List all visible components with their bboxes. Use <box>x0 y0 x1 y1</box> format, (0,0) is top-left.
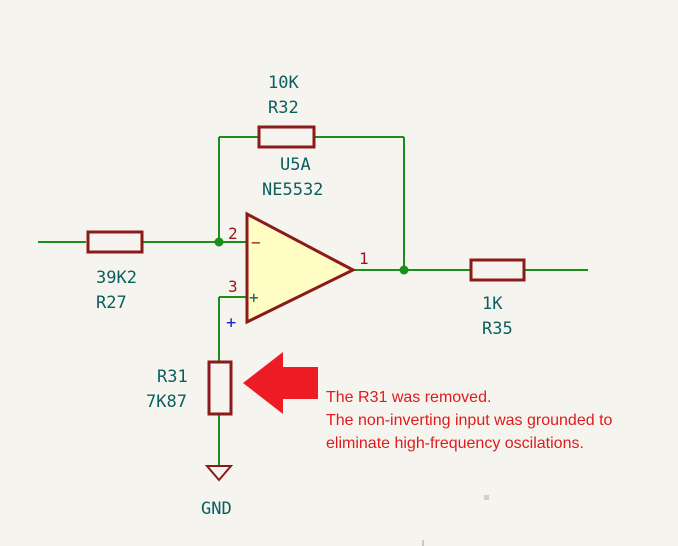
r35-reference: R35 <box>482 319 513 339</box>
pin-number-inverting: 2 <box>228 224 238 243</box>
grid-dot <box>484 495 489 500</box>
u5a-reference: U5A <box>280 155 311 175</box>
r27-reference: R27 <box>96 293 127 313</box>
resistor-r35 <box>469 258 526 282</box>
junction-dot-output <box>399 265 409 275</box>
opamp-plus-sign: + <box>249 288 259 307</box>
resistor-r31 <box>207 360 233 416</box>
annotation-line-2: The non-inverting input was grounded to <box>326 412 613 429</box>
pin-number-non-inverting: 3 <box>228 277 238 296</box>
r32-value: 10K <box>268 73 299 93</box>
junction-dot-inverting <box>214 237 224 247</box>
r32-reference: R32 <box>268 98 299 118</box>
r27-value: 39K2 <box>96 268 137 288</box>
annotation-line-1: The R31 was removed. <box>326 389 491 406</box>
annotation-line-3: eliminate high-frequency oscilations. <box>326 435 584 452</box>
r31-value: 7K87 <box>146 392 187 412</box>
opamp-body <box>245 211 357 325</box>
resistor-r27 <box>86 230 144 254</box>
annotation-arrow <box>243 352 318 414</box>
pin-number-output: 1 <box>359 249 369 268</box>
r31-reference: R31 <box>157 367 188 387</box>
resistor-r32 <box>257 125 316 149</box>
non-inverting-plus-marker: + <box>226 313 236 333</box>
u5a-part-number: NE5532 <box>262 180 323 200</box>
gnd-symbol <box>204 465 234 482</box>
r35-value: 1K <box>482 294 503 314</box>
gnd-label: GND <box>201 499 232 519</box>
opamp-minus-sign: − <box>251 233 261 252</box>
